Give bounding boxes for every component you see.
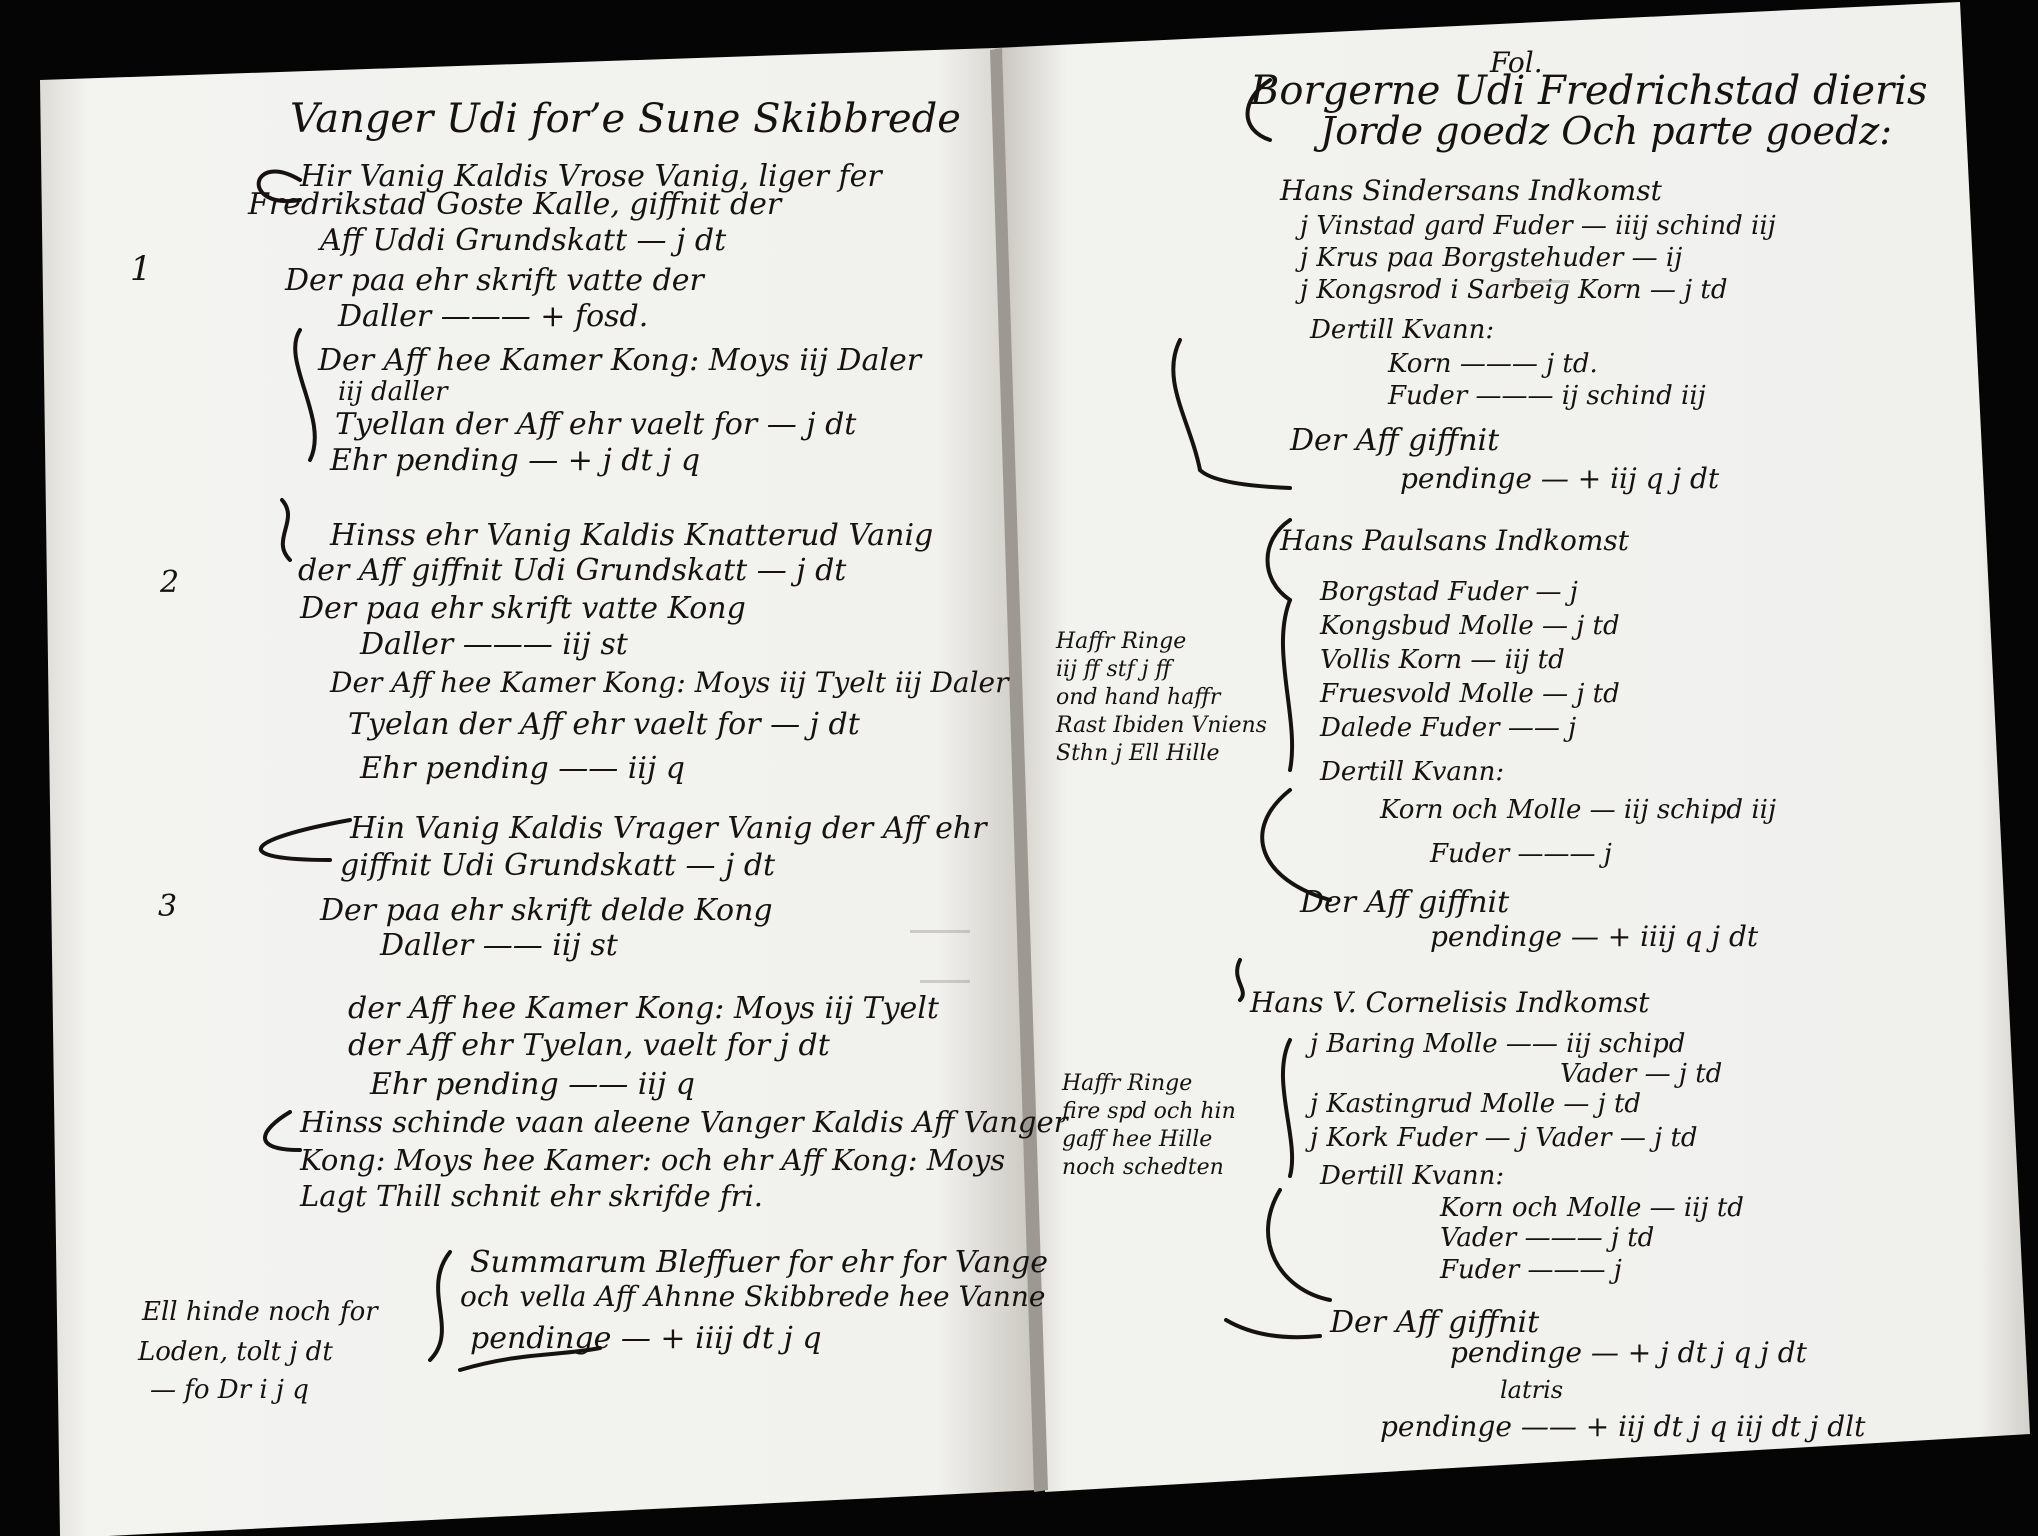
section-line: Fuder ——— j xyxy=(1439,1255,1622,1285)
section-line: pendinge — + iiij q j dt xyxy=(1430,920,1759,953)
section-line: latris xyxy=(1500,1376,1563,1404)
summary-line: Summarum Bleffuer for ehr for Vange xyxy=(470,1245,1048,1280)
entry-line: Hin Vanig Kaldis Vrager Vanig der Aff eh… xyxy=(349,811,988,846)
section-line: j Kastingrud Molle — j td xyxy=(1305,1089,1641,1119)
right-heading: Jorde goedz Och parte goedz: xyxy=(1313,109,1892,153)
right-page-flourishes xyxy=(1171,78,1332,1340)
bleed-through-marks xyxy=(910,280,1570,983)
section-line: Vader ——— j td xyxy=(1440,1223,1654,1253)
margin-note-line: Loden, tolt j dt xyxy=(137,1337,333,1367)
section-line: j Kongsrod i Sarbeig Korn — j td xyxy=(1295,275,1728,305)
margin-note-line: Rast Ibiden Vniens xyxy=(1055,713,1267,738)
summary-line: pendinge — + iiij dt j q xyxy=(470,1321,822,1356)
entry-number: 2 xyxy=(159,565,179,600)
note-line: Hinss schinde vaan aleene Vanger Kaldis … xyxy=(299,1105,1070,1139)
left-heading: Vanger Udi for’e Sune Skibbrede xyxy=(290,96,961,142)
page-gutter xyxy=(990,48,1048,1492)
section-line: j Baring Molle —— iij schipd xyxy=(1305,1029,1685,1059)
entry-number: 3 xyxy=(158,889,177,924)
entry-line: Daller ——— + fosd. xyxy=(337,299,648,334)
bleed-mark xyxy=(1510,280,1570,283)
entry-number: 1 xyxy=(130,249,152,289)
section-line: Korn och Molle — iij schipd iij xyxy=(1379,795,1776,825)
section-title: Hans V. Cornelisis Indkomst xyxy=(1249,986,1650,1019)
right-page-text: Fol. Borgerne Udi Fredrichstad dieris Jo… xyxy=(1055,46,1927,1443)
section-line: Vader — j td xyxy=(1560,1059,1722,1089)
left-page-flourishes xyxy=(256,169,602,1372)
section-line: Der Aff giffnit xyxy=(1329,1305,1540,1340)
margin-note-line: Ell hinde noch for xyxy=(141,1297,379,1327)
left-page xyxy=(40,48,1038,1536)
section-title: Hans Paulsans Indkomst xyxy=(1279,524,1630,557)
section-line: Dertill Kvann: xyxy=(1319,757,1504,787)
section-line: Dalede Fuder —— j xyxy=(1319,713,1576,743)
margin-note-line: Haffr Ringe xyxy=(1055,629,1186,654)
margin-note-line: Haffr Ringe xyxy=(1061,1071,1192,1096)
entry-line: Ehr pending —— iij q xyxy=(369,1067,695,1102)
section-line: Fuder ——— j xyxy=(1429,839,1612,869)
margin-note-line: fire spd och hin xyxy=(1060,1099,1236,1124)
entry-line: Fredrikstad Goste Kalle, giffnit der xyxy=(247,187,783,222)
section-title: Hans Sindersans Indkomst xyxy=(1279,174,1663,207)
margin-note-line: Sthn j Ell Hille xyxy=(1056,741,1220,766)
entry-line: Der Aff hee Kamer Kong: Moys iij Tyelt i… xyxy=(329,666,1010,699)
section-line: j Vinstad gard Fuder — iiij schind iij xyxy=(1295,211,1776,241)
entry-line: Der paa ehr skrift vatte der xyxy=(284,263,706,298)
entry-line: Der paa ehr skrift delde Kong xyxy=(319,893,773,928)
note-line: Kong: Moys hee Kamer: och ehr Aff Kong: … xyxy=(299,1143,1005,1177)
margin-note-line: gaff hee Hille xyxy=(1062,1127,1212,1152)
entry-line: Daller —— iij st xyxy=(379,928,619,963)
section-line: Fruesvold Molle — j td xyxy=(1319,679,1620,709)
entry-line: giffnit Udi Grundskatt — j dt xyxy=(340,848,776,883)
section-line: j Krus paa Borgstehuder — ij xyxy=(1295,243,1682,273)
left-page-text: Vanger Udi for’e Sune Skibbrede 1 Hir Va… xyxy=(130,96,1070,1405)
section-line: Der Aff giffnit xyxy=(1299,885,1510,920)
entry-line: der Aff giffnit Udi Grundskatt — j dt xyxy=(298,553,847,588)
section-line: Kongsbud Molle — j td xyxy=(1319,611,1620,641)
section-line: Fuder ——— ij schind iij xyxy=(1387,381,1706,411)
bleed-mark xyxy=(920,980,970,983)
entry-line: Tyelan der Aff ehr vaelt for — j dt xyxy=(348,707,861,742)
section-line: Dertill Kvann: xyxy=(1309,315,1494,345)
entry-line: Ehr pending — + j dt j q xyxy=(329,443,700,478)
section-line: j Kork Fuder — j Vader — j td xyxy=(1305,1123,1698,1153)
entry-line: Daller ——— iij st xyxy=(359,627,629,662)
margin-note-line: — fo Dr i j q xyxy=(150,1375,309,1405)
margin-note-line: iij ff stf j ff xyxy=(1056,657,1175,682)
entry-line: Ehr pending —— iij q xyxy=(359,751,685,786)
section-line: pendinge — + j dt j q j dt xyxy=(1450,1336,1808,1369)
summary-line: och vella Aff Ahnne Skibbrede hee Vanne xyxy=(460,1280,1045,1313)
entry-line: Der paa ehr skrift vatte Kong xyxy=(299,591,746,626)
section-line: Borgstad Fuder — j xyxy=(1319,577,1578,607)
entry-line: Hir Vanig Kaldis Vrose Vanig, liger fer xyxy=(299,159,883,194)
entry-line: Aff Uddi Grundskatt — j dt xyxy=(317,223,727,258)
entry-line: der Aff hee Kamer Kong: Moys iij Tyelt xyxy=(348,991,940,1026)
margin-note-line: ond hand haffr xyxy=(1056,685,1222,710)
section-line: pendinge — + iij q j dt xyxy=(1400,462,1720,495)
bleed-mark xyxy=(910,930,970,933)
right-page xyxy=(995,2,2030,1492)
right-heading: Borgerne Udi Fredrichstad dieris xyxy=(1249,68,1927,114)
section-line: Korn och Molle — iij td xyxy=(1439,1193,1744,1223)
note-line: Lagt Thill schnit ehr skrifde fri. xyxy=(299,1179,763,1213)
section-line: pendinge —— + iij dt j q iij dt j dlt xyxy=(1380,1410,1866,1443)
page-mark: Fol. xyxy=(1489,46,1543,79)
entry-line: der Aff ehr Tyelan, vaelt for j dt xyxy=(348,1028,831,1063)
section-line: Vollis Korn — iij td xyxy=(1320,645,1565,675)
entry-line: Hinss ehr Vanig Kaldis Knatterud Vanig xyxy=(329,518,933,553)
entry-line: Der Aff hee Kamer Kong: Moys iij Daler xyxy=(317,343,923,378)
entry-line: Tyellan der Aff ehr vaelt for — j dt xyxy=(335,407,857,442)
margin-note-line: noch schedten xyxy=(1062,1155,1224,1180)
section-line: Dertill Kvann: xyxy=(1319,1161,1504,1191)
section-line: Korn ——— j td. xyxy=(1387,349,1598,379)
entry-line: iij daller xyxy=(338,377,449,407)
section-line: Der Aff giffnit xyxy=(1289,423,1500,458)
